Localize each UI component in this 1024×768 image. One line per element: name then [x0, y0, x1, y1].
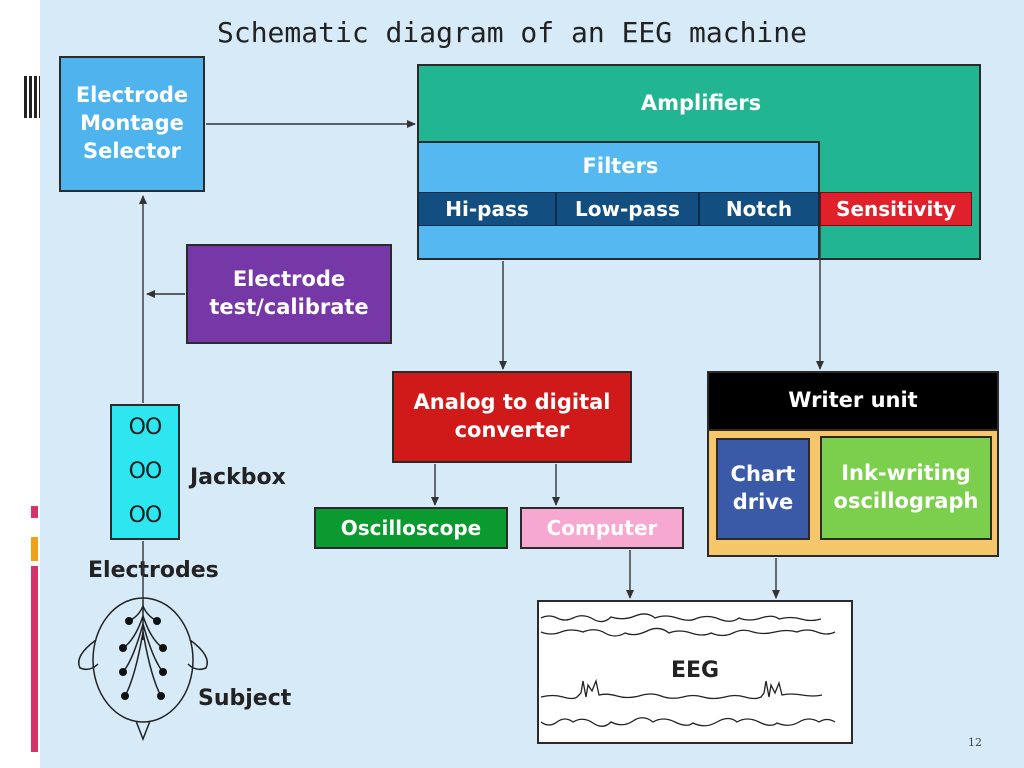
electrode-dots	[119, 617, 167, 700]
electrodes-label: Electrodes	[88, 558, 219, 583]
notch-cell: Notch	[699, 192, 819, 226]
low-pass-cell: Low-pass	[556, 192, 699, 226]
writer-unit-label: Writer unit	[788, 388, 918, 413]
filters-label: Filters	[582, 154, 659, 178]
ink-writing-oscillograph-label: Ink-writing oscillograph	[833, 461, 979, 513]
eeg-trace-3	[540, 678, 823, 700]
low-pass-label: Low-pass	[575, 196, 680, 221]
computer-box: Computer	[520, 507, 684, 549]
jackbox-label: Jackbox	[190, 465, 286, 490]
jack-socket-icon: OO	[128, 459, 163, 485]
jack-socket-icon: OO	[128, 415, 163, 441]
hi-pass-label: Hi-pass	[445, 196, 529, 221]
hi-pass-cell: Hi-pass	[418, 192, 556, 226]
adc-box: Analog to digital converter	[392, 371, 632, 463]
sensitivity-cell: Sensitivity	[820, 192, 972, 226]
margin-stripes-icon	[24, 76, 40, 118]
notch-label: Notch	[725, 196, 793, 221]
electrode-test-calibrate-label: Electrode test/calibrate	[209, 267, 369, 319]
electrode-test-calibrate-box: Electrode test/calibrate	[186, 244, 392, 344]
chart-drive-label: Chart drive	[730, 462, 796, 514]
sensitivity-label: Sensitivity	[836, 196, 956, 221]
electrode-montage-selector-box: Electrode Montage Selector	[59, 56, 205, 192]
adc-label: Analog to digital converter	[413, 390, 611, 442]
eeg-paper	[537, 600, 853, 744]
amplifiers-label: Amplifiers	[640, 91, 762, 115]
subject-head-icon	[78, 597, 208, 742]
diagram-title: Schematic diagram of an EEG machine	[216, 16, 807, 49]
page-number: 12	[968, 736, 982, 749]
subject-label: Subject	[198, 686, 292, 711]
eeg-label: EEG	[670, 658, 720, 683]
eeg-trace-1	[540, 613, 822, 623]
side-bar-pink-top	[31, 506, 38, 518]
writer-unit-header: Writer unit	[707, 371, 999, 431]
electrode-montage-selector-label: Electrode Montage Selector	[75, 83, 189, 163]
chart-drive-box: Chart drive	[716, 438, 810, 540]
eeg-trace-2	[540, 627, 836, 637]
oscilloscope-label: Oscilloscope	[340, 515, 482, 540]
eeg-trace-4	[540, 717, 836, 727]
side-bar-orange	[31, 537, 38, 561]
computer-label: Computer	[546, 515, 658, 540]
oscilloscope-box: Oscilloscope	[314, 507, 508, 549]
jack-socket-icon: OO	[128, 503, 163, 529]
left-margin	[0, 0, 40, 768]
jackbox-box: OO OO OO	[110, 404, 180, 540]
ink-writing-oscillograph-box: Ink-writing oscillograph	[820, 436, 992, 540]
side-bar-pink	[31, 566, 38, 752]
